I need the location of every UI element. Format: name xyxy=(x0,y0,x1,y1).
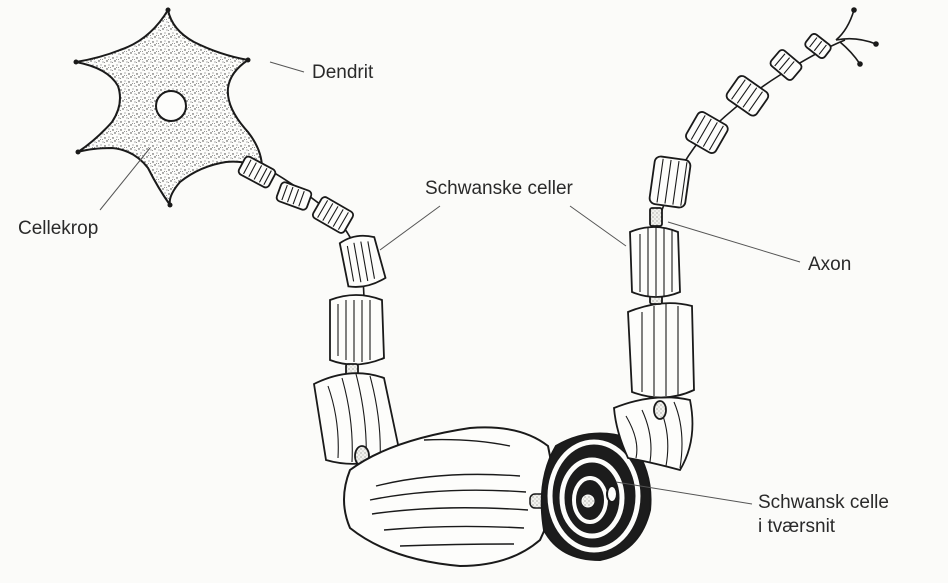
label-cross-section-line2: i tværsnit xyxy=(758,516,835,538)
cell-nucleus xyxy=(156,91,186,121)
label-axon: Axon xyxy=(808,254,851,276)
cell-body xyxy=(74,8,263,208)
label-cell-body: Cellekrop xyxy=(18,218,98,240)
myelin-segments-right xyxy=(614,32,832,470)
label-schwann-cells: Schwanske celler xyxy=(425,178,573,200)
myelin-segments-left xyxy=(237,155,400,466)
leader-line-axon xyxy=(668,222,800,262)
label-dendrite: Dendrit xyxy=(312,62,373,84)
leader-line-schwann-right xyxy=(570,206,626,246)
leader-line-dendrite xyxy=(270,62,304,72)
label-cross-section-line1: Schwansk celle xyxy=(758,492,889,514)
leader-line-cell-body xyxy=(100,148,150,210)
axon-terminal xyxy=(836,8,878,66)
leader-line-schwann-left xyxy=(380,206,440,250)
